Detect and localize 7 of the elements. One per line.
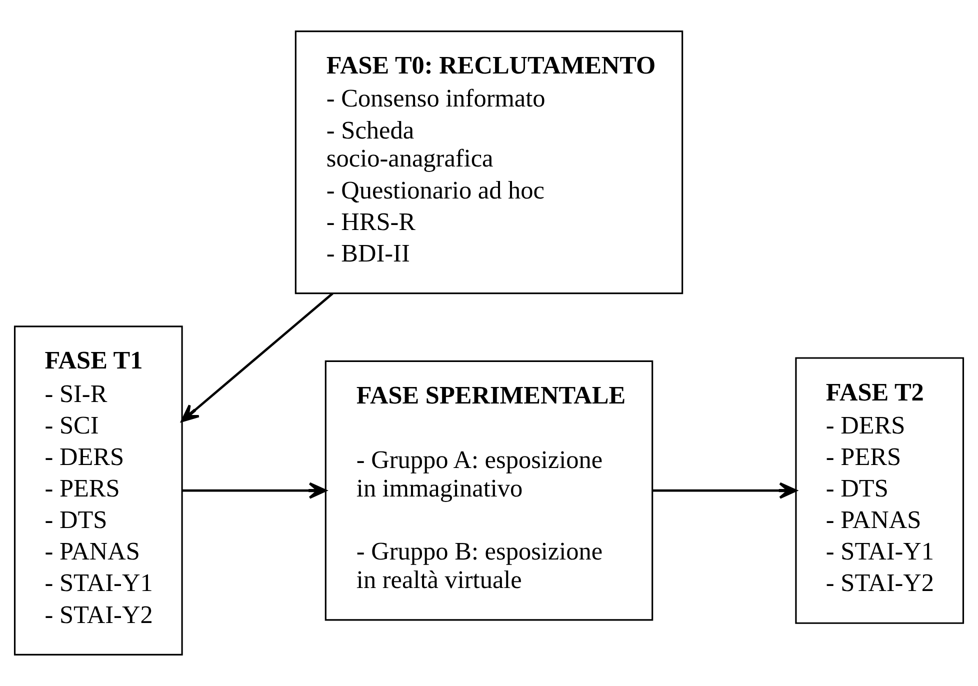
node-box: FASE T1 - SI-R - SCI - DERS - PERS - DTS - PANAS - STAI-Y1 - STAI-Y2 (14, 326, 183, 656)
node-box: FASE T0: RECLUTAMENTO - Consenso informato - Scheda socio-anagrafica - Questionario ad hoc - HRS-R - BDI-II (294, 30, 684, 294)
arrow (180, 292, 334, 422)
arrow (652, 482, 798, 499)
arrow (182, 482, 327, 499)
node-box: FASE T2 - DERS - PERS - DTS - PANAS - STAI-Y1 - STAI-Y2 (795, 357, 964, 624)
node-box: FASE SPERIMENTALE - Gruppo A: esposizione in immaginativo - Gruppo B: esposizione in realtà virtuale (324, 360, 654, 621)
